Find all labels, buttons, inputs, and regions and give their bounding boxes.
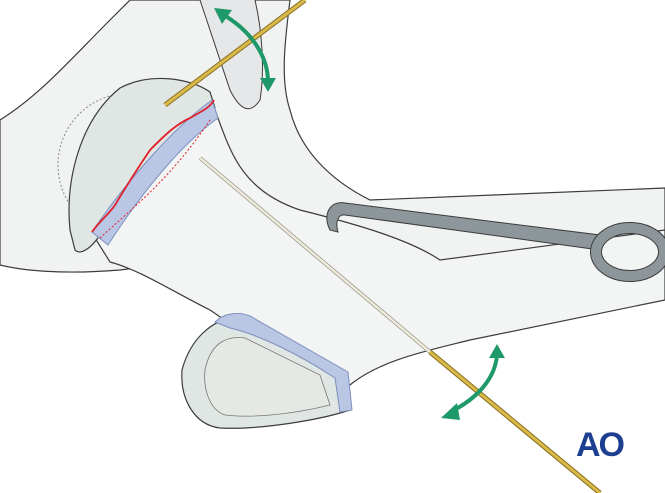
rotation-arrow-icon xyxy=(221,12,270,83)
ao-logo: AO xyxy=(576,426,625,464)
bone-hook-handle-ring-fill xyxy=(591,223,665,281)
trochanter-inner xyxy=(204,337,331,417)
upper-kirschner-wire-fill xyxy=(164,0,306,107)
arrow-head-icon xyxy=(214,8,232,24)
threaded-wire-fill xyxy=(199,157,431,353)
arrow-head-icon xyxy=(260,78,276,92)
arrow-head-icon xyxy=(489,344,505,358)
arrow-head-icon xyxy=(441,403,460,420)
trochanter-cartilage xyxy=(214,313,353,413)
fracture-line-dotted xyxy=(99,119,211,239)
fracture-line xyxy=(91,99,215,233)
lower-kirschner-wire-fill xyxy=(429,350,601,493)
